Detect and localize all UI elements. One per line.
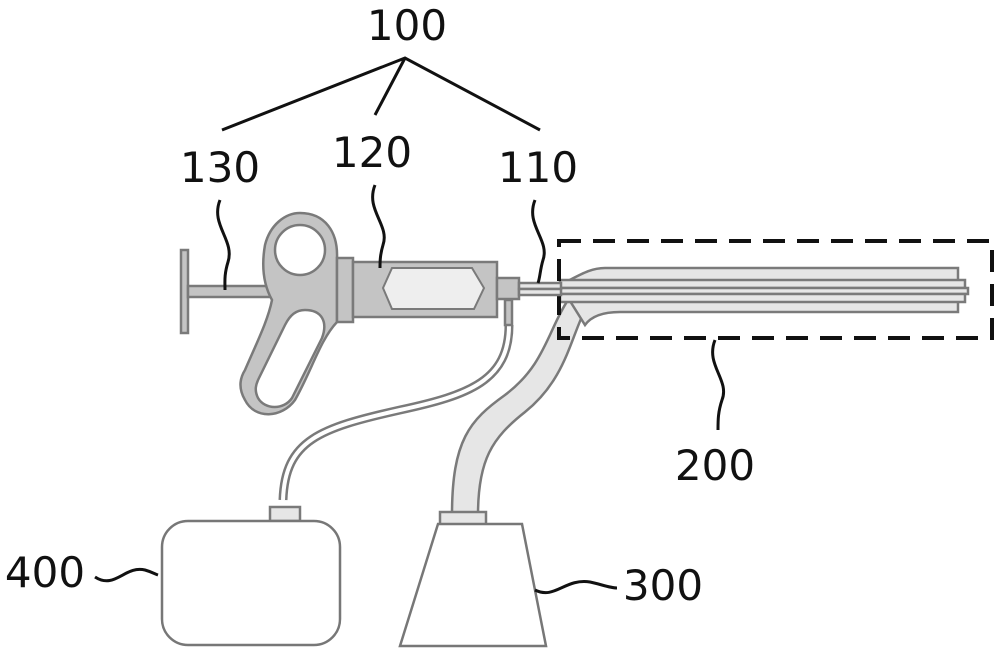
label-100: 100 bbox=[367, 1, 447, 50]
leader-120 bbox=[371, 184, 386, 269]
nozzle bbox=[495, 276, 521, 301]
suction-tube bbox=[450, 298, 587, 517]
label-300: 300 bbox=[623, 561, 703, 610]
plunger-rod bbox=[186, 284, 275, 299]
container-300 bbox=[398, 522, 548, 648]
label-200: 200 bbox=[675, 441, 755, 490]
container-400 bbox=[160, 519, 342, 647]
leader-400 bbox=[94, 567, 159, 583]
label-130: 130 bbox=[180, 143, 260, 192]
label-400: 400 bbox=[5, 548, 85, 597]
leader-130 bbox=[216, 199, 231, 291]
container-400-cap bbox=[268, 505, 302, 523]
barrel-window bbox=[381, 267, 486, 310]
barrel-flange bbox=[335, 256, 355, 324]
leader-300 bbox=[534, 580, 618, 595]
probe-region-box bbox=[557, 239, 994, 340]
leader-110 bbox=[531, 199, 546, 284]
label-120: 120 bbox=[332, 128, 412, 177]
leader-200 bbox=[711, 339, 726, 431]
probe-bundle bbox=[558, 266, 970, 328]
leader-100 bbox=[221, 56, 541, 132]
label-110: 110 bbox=[498, 143, 578, 192]
side-port bbox=[503, 298, 514, 327]
